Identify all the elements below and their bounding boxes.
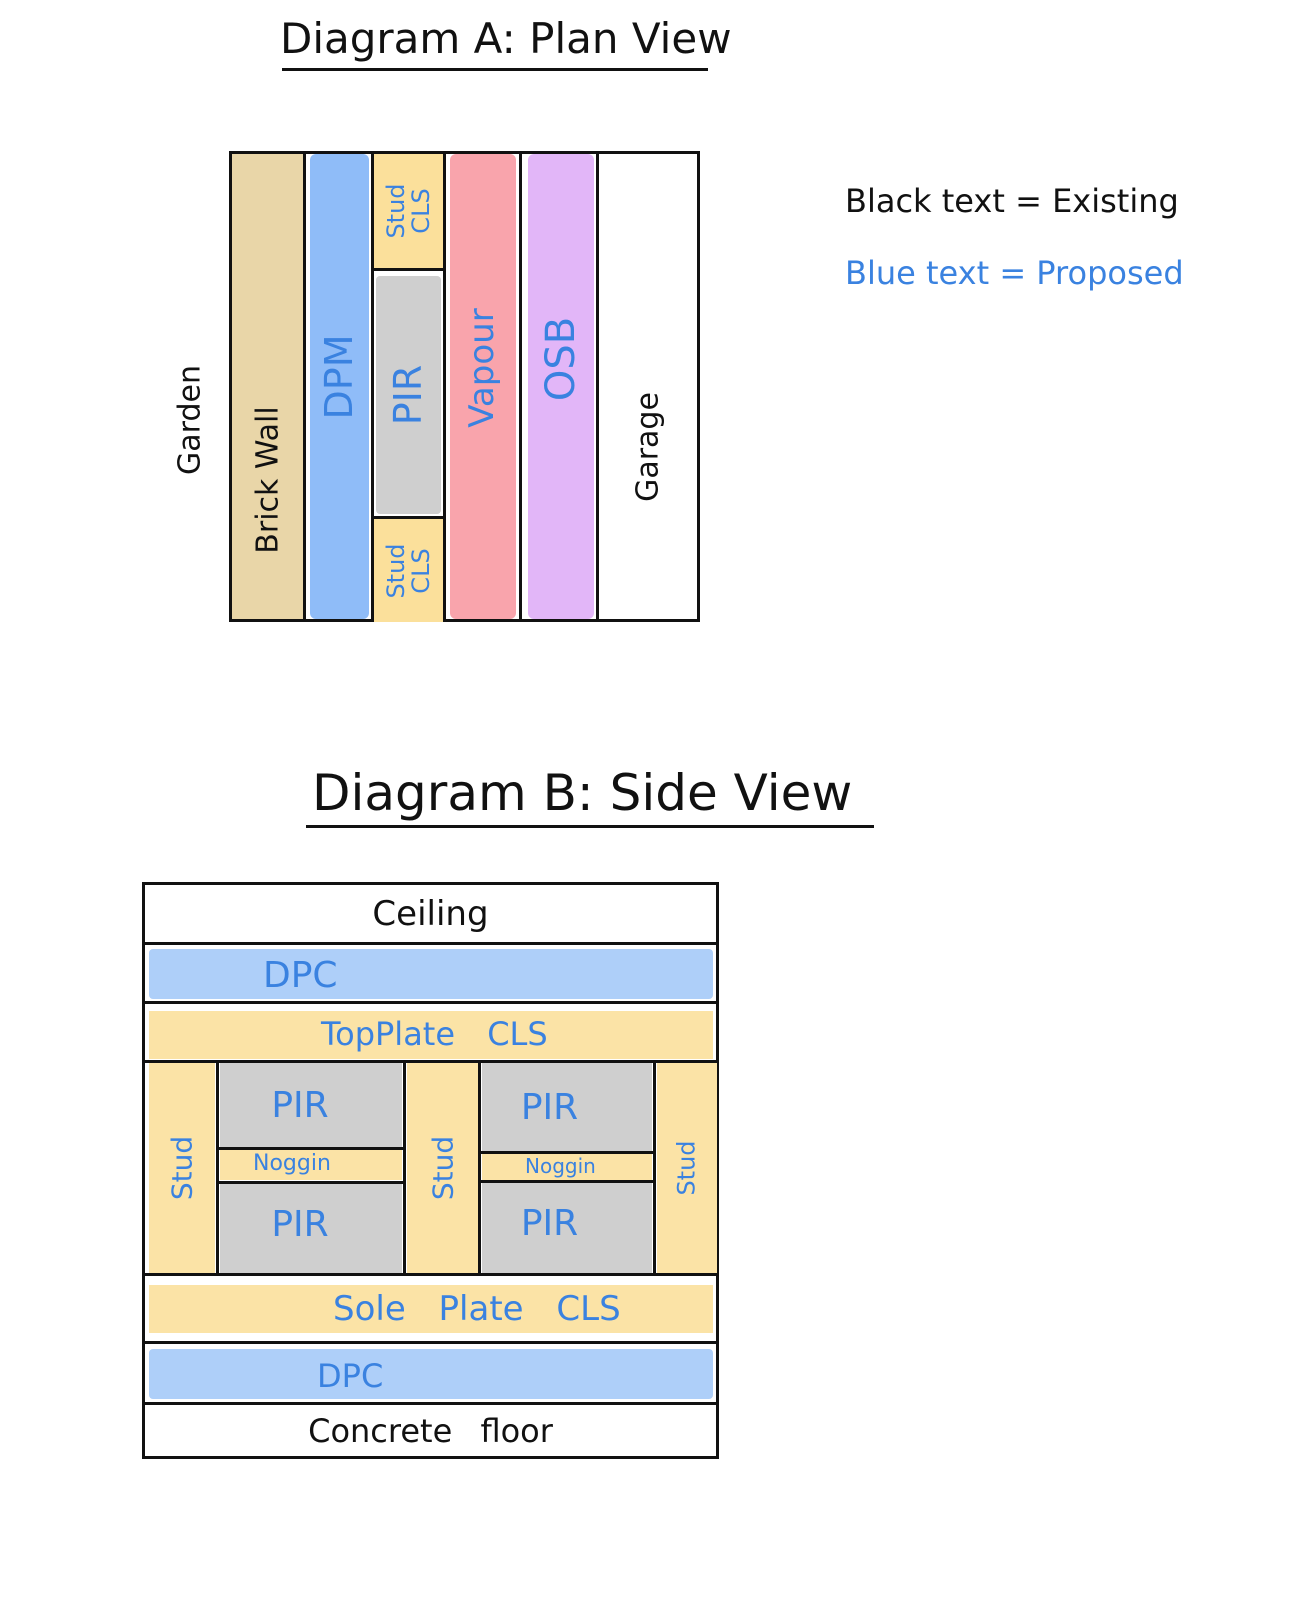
stud-cls-bottom: Stud CLS [374,519,443,622]
garage-area: Garage [599,154,697,619]
divider [219,1147,404,1150]
divider [481,1151,655,1154]
noggin-left-label: Noggin [253,1151,331,1176]
stud-line [653,1063,656,1273]
diagram-a-title-underline [282,68,708,71]
diagram-b-title-underline [306,825,874,828]
stud-left: Stud [149,1063,215,1273]
legend-proposed: Blue text = Proposed [845,254,1184,292]
side-view-wall: Ceiling DPC TopPlate CLS Stud Stud Stud … [142,882,719,1459]
pir-label: PIR [271,1084,329,1126]
divider [519,154,522,619]
divider [374,516,443,519]
sole-plate-cls [149,1285,713,1333]
divider [374,268,443,271]
pir-top-right: PIR [482,1063,652,1151]
legend-existing: Black text = Existing [845,182,1179,220]
pir-top-left: PIR [220,1063,402,1147]
diagram-a-title: Diagram A: Plan View [280,14,732,63]
dpc-bottom-label: DPC [317,1357,384,1395]
divider [371,154,374,619]
diagram-b-title: Diagram B: Side View [312,764,853,822]
dpc-bottom [149,1349,713,1399]
noggin-left [220,1150,402,1180]
divider [443,154,446,619]
dpc-top [149,949,713,999]
ceiling-label: Ceiling [372,893,489,934]
dpm-layer: DPM [310,154,369,619]
stud-line [216,1063,219,1273]
vapour-layer: Vapour [450,154,516,619]
pir-layer: PIR [376,276,441,514]
concrete-floor: Concrete floor [145,1405,716,1456]
pir-label: PIR [520,1202,579,1244]
pir-bottom-left: PIR [220,1184,402,1273]
stud-cls-top: Stud CLS [374,154,443,268]
ceiling: Ceiling [145,885,716,942]
divider [145,942,716,945]
divider [145,1060,716,1063]
garden-label: Garden [172,365,208,475]
concrete-floor-label: Concrete floor [308,1411,553,1450]
stud-middle: Stud [407,1063,479,1273]
divider [145,1341,716,1344]
plan-view-wall: Brick Wall DPM Stud CLS PIR Stud CLS Vap… [229,151,700,622]
stud-line [403,1063,406,1273]
stud-pir-column: Stud CLS PIR Stud CLS [374,154,443,622]
sole-plate-label: Sole Plate CLS [333,1289,621,1329]
dpc-top-label: DPC [263,955,338,996]
divider [145,1001,716,1004]
divider [481,1180,655,1183]
brick-wall-layer: Brick Wall [232,154,303,619]
pir-label: PIR [271,1203,329,1245]
osb-layer: OSB [528,154,594,619]
divider [145,1273,716,1276]
noggin-right [482,1154,652,1180]
noggin-right-label: Noggin [525,1154,596,1178]
stud-line [478,1063,481,1273]
top-plate-cls [149,1011,713,1059]
pir-bottom-right: PIR [482,1183,652,1273]
divider [145,1402,716,1405]
stud-right: Stud [657,1063,717,1273]
divider [219,1181,404,1184]
divider [303,154,306,619]
top-plate-label: TopPlate CLS [321,1015,548,1053]
pir-label: PIR [520,1086,579,1128]
divider [596,154,599,619]
